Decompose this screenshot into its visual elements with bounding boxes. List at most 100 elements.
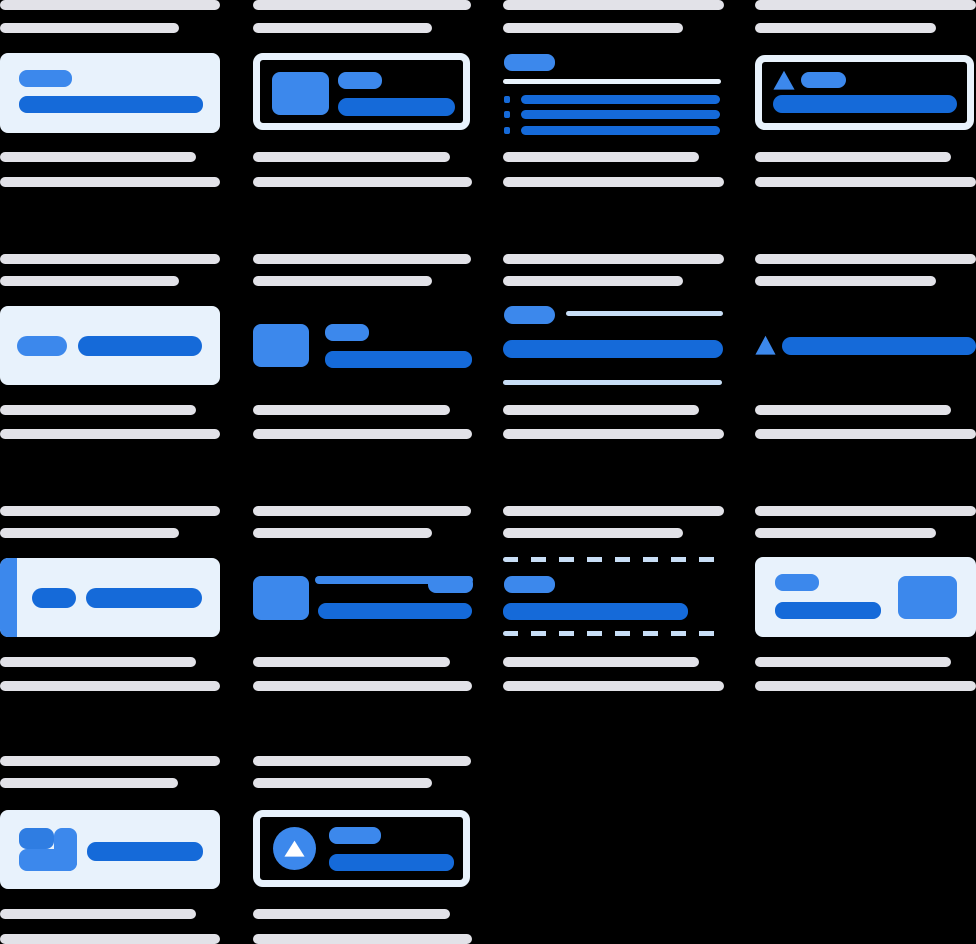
cell-inline-warning	[755, 254, 976, 444]
label-pill	[19, 70, 72, 87]
body-bar	[78, 336, 202, 356]
text-line	[755, 506, 976, 516]
body-bar	[318, 603, 472, 619]
divider-line	[503, 79, 721, 84]
label-pill	[504, 306, 555, 324]
text-line	[0, 506, 220, 516]
body-bar	[503, 340, 723, 358]
text-line	[253, 657, 450, 667]
cell-filled-inline	[0, 254, 221, 444]
quote-thin-line	[503, 380, 722, 385]
text-line	[755, 152, 951, 162]
body-bar	[782, 337, 976, 355]
label-pill	[775, 574, 819, 591]
body-bar	[325, 351, 472, 368]
label-pill	[329, 827, 381, 844]
body-bar	[19, 96, 203, 113]
text-line	[503, 429, 724, 439]
inline-badge	[428, 576, 473, 593]
accent-bar	[0, 558, 17, 637]
cell-outlined-callout-icon	[253, 0, 474, 190]
label-pill	[504, 54, 555, 71]
cell-list-callout	[503, 0, 724, 190]
list-bullet	[504, 127, 510, 134]
text-line	[253, 152, 450, 162]
text-line-short	[755, 276, 936, 286]
text-line-short	[253, 778, 432, 788]
body-bar	[329, 854, 454, 871]
text-line	[755, 254, 976, 264]
text-line-short	[0, 276, 179, 286]
text-line	[755, 429, 976, 439]
text-line	[253, 909, 450, 919]
list-bullet	[504, 96, 510, 103]
label-pill	[504, 576, 555, 593]
text-line	[755, 405, 951, 415]
list-item-bar	[521, 95, 720, 104]
label-pill	[325, 324, 369, 341]
label-pill	[338, 72, 382, 89]
cell-icon-link	[253, 506, 474, 696]
text-line	[253, 506, 471, 516]
text-line	[503, 657, 699, 667]
text-line-short	[503, 276, 683, 286]
text-line-short	[0, 528, 179, 538]
text-line-short	[253, 276, 432, 286]
list-item-bar	[521, 126, 720, 135]
warning-triangle-icon	[755, 335, 776, 355]
cell-borderless-icon	[253, 254, 474, 444]
label-pill	[17, 336, 67, 356]
media-thumbnail	[898, 576, 957, 619]
body-bar	[773, 95, 957, 113]
text-line	[0, 657, 196, 667]
cell-filled-merge	[0, 756, 221, 944]
cell-filled-media	[755, 506, 976, 696]
text-line	[253, 405, 450, 415]
text-line	[0, 909, 196, 919]
cell-quote-callout	[503, 254, 724, 444]
body-bar	[775, 602, 881, 619]
text-line	[253, 0, 471, 10]
text-line-short	[755, 528, 936, 538]
text-line	[503, 405, 699, 415]
text-line-short	[0, 23, 179, 33]
callout-card	[0, 53, 220, 133]
text-line	[0, 756, 220, 766]
cell-filled-callout	[0, 0, 221, 190]
text-line	[503, 0, 724, 10]
text-line	[503, 681, 724, 691]
text-line	[0, 934, 220, 944]
body-bar	[503, 603, 688, 620]
label-pill	[32, 588, 76, 608]
text-line	[0, 681, 220, 691]
body-bar	[87, 842, 203, 861]
icon-square	[253, 576, 309, 620]
callout-card-border	[253, 810, 470, 887]
text-line	[253, 177, 472, 187]
text-line	[503, 254, 724, 264]
cell-dashed-callout	[503, 506, 724, 696]
text-line	[253, 934, 472, 944]
body-bar	[338, 98, 455, 116]
text-line-short	[755, 23, 936, 33]
text-line-short	[503, 23, 683, 33]
icon-square	[253, 324, 309, 367]
text-line-short	[503, 528, 683, 538]
text-line	[253, 756, 471, 766]
cell-accent-filled	[0, 506, 221, 696]
text-line	[755, 177, 976, 187]
merge-icon-part	[19, 828, 54, 849]
text-line	[253, 429, 472, 439]
link-thin-line	[315, 576, 473, 584]
label-pill	[801, 72, 846, 88]
callout-card-border	[253, 53, 470, 130]
dashed-border-line	[503, 631, 724, 636]
text-line	[253, 681, 472, 691]
cell-outlined-warning	[755, 0, 976, 190]
text-line-short	[0, 778, 178, 788]
text-line	[253, 254, 471, 264]
list-bullet	[504, 111, 510, 118]
text-line-short	[253, 528, 432, 538]
dashed-border-line	[503, 557, 724, 562]
